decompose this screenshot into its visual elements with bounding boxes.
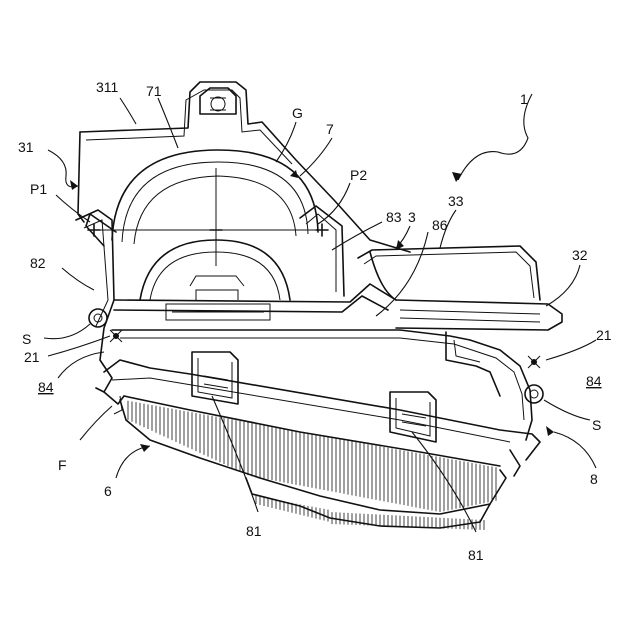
arrow-8: [546, 426, 554, 436]
reflector-71: [86, 150, 318, 246]
label-1: 1: [520, 91, 528, 107]
contact-21-right: [528, 356, 540, 368]
label-31: 31: [18, 139, 34, 155]
lens-hatching: [128, 401, 496, 530]
label-8: 8: [590, 471, 598, 487]
arrow-31: [70, 180, 78, 190]
label-S-left: S: [22, 331, 31, 347]
label-6: 6: [104, 483, 112, 499]
label-G: G: [292, 105, 303, 121]
label-311: 311: [96, 79, 119, 95]
screw-left: [89, 309, 107, 327]
contact-21-left: [110, 330, 122, 342]
socket-connector: [200, 88, 236, 114]
label-F: F: [58, 457, 67, 473]
screw-right: [525, 385, 543, 403]
clip-81-right: [390, 392, 436, 442]
flange-F: [114, 396, 122, 414]
label-86: 86: [432, 217, 448, 233]
label-S-right: S: [592, 417, 601, 433]
label-84-left: 84: [38, 379, 54, 395]
label-P2: P2: [350, 167, 367, 183]
label-7: 7: [326, 121, 334, 137]
label-32: 32: [572, 247, 588, 263]
label-84-right: 84: [586, 373, 602, 389]
lower-frame-8: [104, 360, 540, 476]
clip-81-left: [192, 352, 238, 404]
label-21-right: 21: [596, 327, 612, 343]
label-P1: P1: [30, 181, 47, 197]
lens-6: [120, 396, 506, 530]
label-83: 83: [386, 209, 402, 225]
label-33: 33: [448, 193, 464, 209]
label-21-left: 21: [24, 349, 40, 365]
label-3: 3: [408, 209, 416, 225]
cover-33: [358, 246, 562, 330]
bracket-82: [76, 210, 114, 392]
label-71: 71: [146, 83, 162, 99]
label-81-right: 81: [468, 547, 484, 563]
arrow-1: [452, 172, 462, 182]
light-source-unit: [140, 240, 290, 320]
main-body-86: [112, 284, 532, 440]
label-82: 82: [30, 255, 46, 271]
label-81-left: 81: [246, 523, 262, 539]
